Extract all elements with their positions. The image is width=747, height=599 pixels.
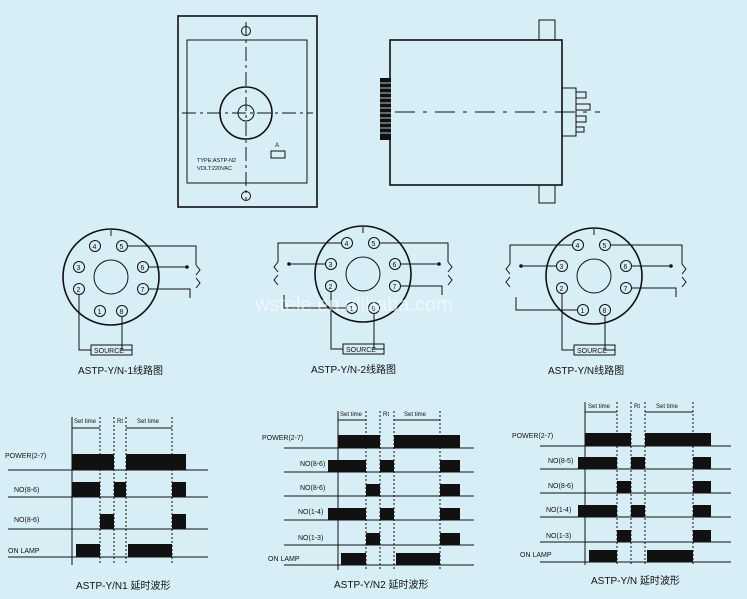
pin-6: 6	[624, 264, 628, 271]
pin-2: 2	[560, 286, 564, 293]
wiring-title-2: ASTP-Y/N-2线路图	[311, 363, 396, 376]
pin-6: 6	[141, 265, 145, 272]
pin-1: 1	[98, 309, 102, 316]
source-label-1: SOURCE	[94, 348, 124, 355]
row-label-no-2d: NO(1-3)	[298, 535, 323, 542]
pin-1: 1	[581, 308, 585, 315]
row-label-no-3a: NO(8-5)	[548, 458, 573, 465]
pin-4: 4	[345, 241, 349, 248]
pin-3: 3	[329, 262, 333, 269]
rt-label-1: Rt	[117, 419, 123, 425]
row-label-no-2c: NO(1-4)	[298, 509, 323, 516]
pin-5: 5	[120, 244, 124, 251]
pin-8: 8	[603, 308, 607, 315]
timing-title-1: ASTP-Y/N1 延时波形	[76, 579, 170, 592]
rt-label-3: Rt	[634, 404, 640, 410]
relay-front-view: A TYPE:ASTP-N2 VOLT:220VAC	[177, 15, 318, 208]
wiring-diagram-2: 4 5 6 7 8 1 2 3 SOURCE ASTP-Y/N-2线路图	[273, 225, 453, 376]
pin-4: 4	[93, 244, 97, 251]
row-label-no-2a: NO(8-6)	[300, 461, 325, 468]
side-knob-ribs	[380, 82, 391, 134]
set-time-label-2a: Set time	[340, 412, 363, 418]
row-label-power-3: POWER(2-7)	[512, 433, 553, 440]
front-type-label: TYPE:ASTP-N2	[197, 158, 236, 164]
set-time-label-1a: Set time	[74, 419, 97, 425]
wiring-title-3: ASTP-Y/N线路图	[548, 364, 624, 377]
pin-3: 3	[77, 265, 81, 272]
source-label-3: SOURCE	[577, 348, 607, 355]
pin-2: 2	[77, 287, 81, 294]
row-label-no-1b: NO(8-6)	[14, 517, 39, 524]
pin-2: 2	[329, 284, 333, 291]
row-label-no-2b: NO(8-6)	[300, 485, 325, 492]
timing-diagram-2: Set time Rt Set time POWER(2-7) NO(8-6) …	[262, 411, 474, 591]
row-label-no-3c: NO(1-4)	[546, 507, 571, 514]
row-label-no-1a: NO(8-6)	[14, 487, 39, 494]
watermark: wstele.en.alibaba.com	[254, 294, 453, 316]
row-label-lamp-1: ON LAMP	[8, 548, 40, 555]
set-time-label-2b: Set time	[404, 412, 427, 418]
front-volt-label: VOLT:220VAC	[197, 166, 232, 172]
set-time-label-1b: Set time	[137, 419, 160, 425]
set-time-label-3b: Set time	[656, 404, 679, 410]
pin-4: 4	[576, 243, 580, 250]
set-time-label-3a: Set time	[588, 404, 611, 410]
row-label-lamp-3: ON LAMP	[520, 552, 552, 559]
row-label-no-3d: NO(1-3)	[546, 533, 571, 540]
pin-1: 1	[350, 306, 354, 313]
pin-6: 6	[393, 262, 397, 269]
timing-diagram-3: Set time Rt Set time POWER(2-7) NO(8-5) …	[512, 402, 731, 587]
timing-diagram-1: Set time Rt Set time POWER(2-7) NO(8-6) …	[5, 417, 208, 592]
row-label-no-3b: NO(8-6)	[548, 483, 573, 490]
rt-label-2: Rt	[383, 412, 389, 418]
row-label-lamp-2: ON LAMP	[268, 556, 300, 563]
pin-5: 5	[603, 243, 607, 250]
pin-7: 7	[624, 286, 628, 293]
source-label-2: SOURCE	[346, 347, 376, 354]
pin-3: 3	[560, 264, 564, 271]
pin-8: 8	[120, 309, 124, 316]
pin-5: 5	[372, 241, 376, 248]
front-marker-label: A	[275, 143, 279, 149]
timing-title-3: ASTP-Y/N 延时波形	[591, 574, 680, 587]
wiring-title-1: ASTP-Y/N-1线路图	[78, 364, 163, 377]
pin-7: 7	[393, 284, 397, 291]
wiring-diagram-1: 4 5 6 7 8 1 2 3 SOURCE ASTP-Y/N-1线路图	[62, 228, 201, 377]
pin-8: 8	[372, 306, 376, 313]
timing-title-2: ASTP-Y/N2 延时波形	[334, 578, 428, 591]
row-label-power-1: POWER(2-7)	[5, 453, 46, 460]
relay-side-view	[380, 19, 600, 204]
wiring-diagram-3: 4 5 6 7 8 1 2 3 SOURCE ASTP-Y/N线路图	[505, 227, 687, 377]
row-label-power-2: POWER(2-7)	[262, 435, 303, 442]
pin-7: 7	[141, 287, 145, 294]
